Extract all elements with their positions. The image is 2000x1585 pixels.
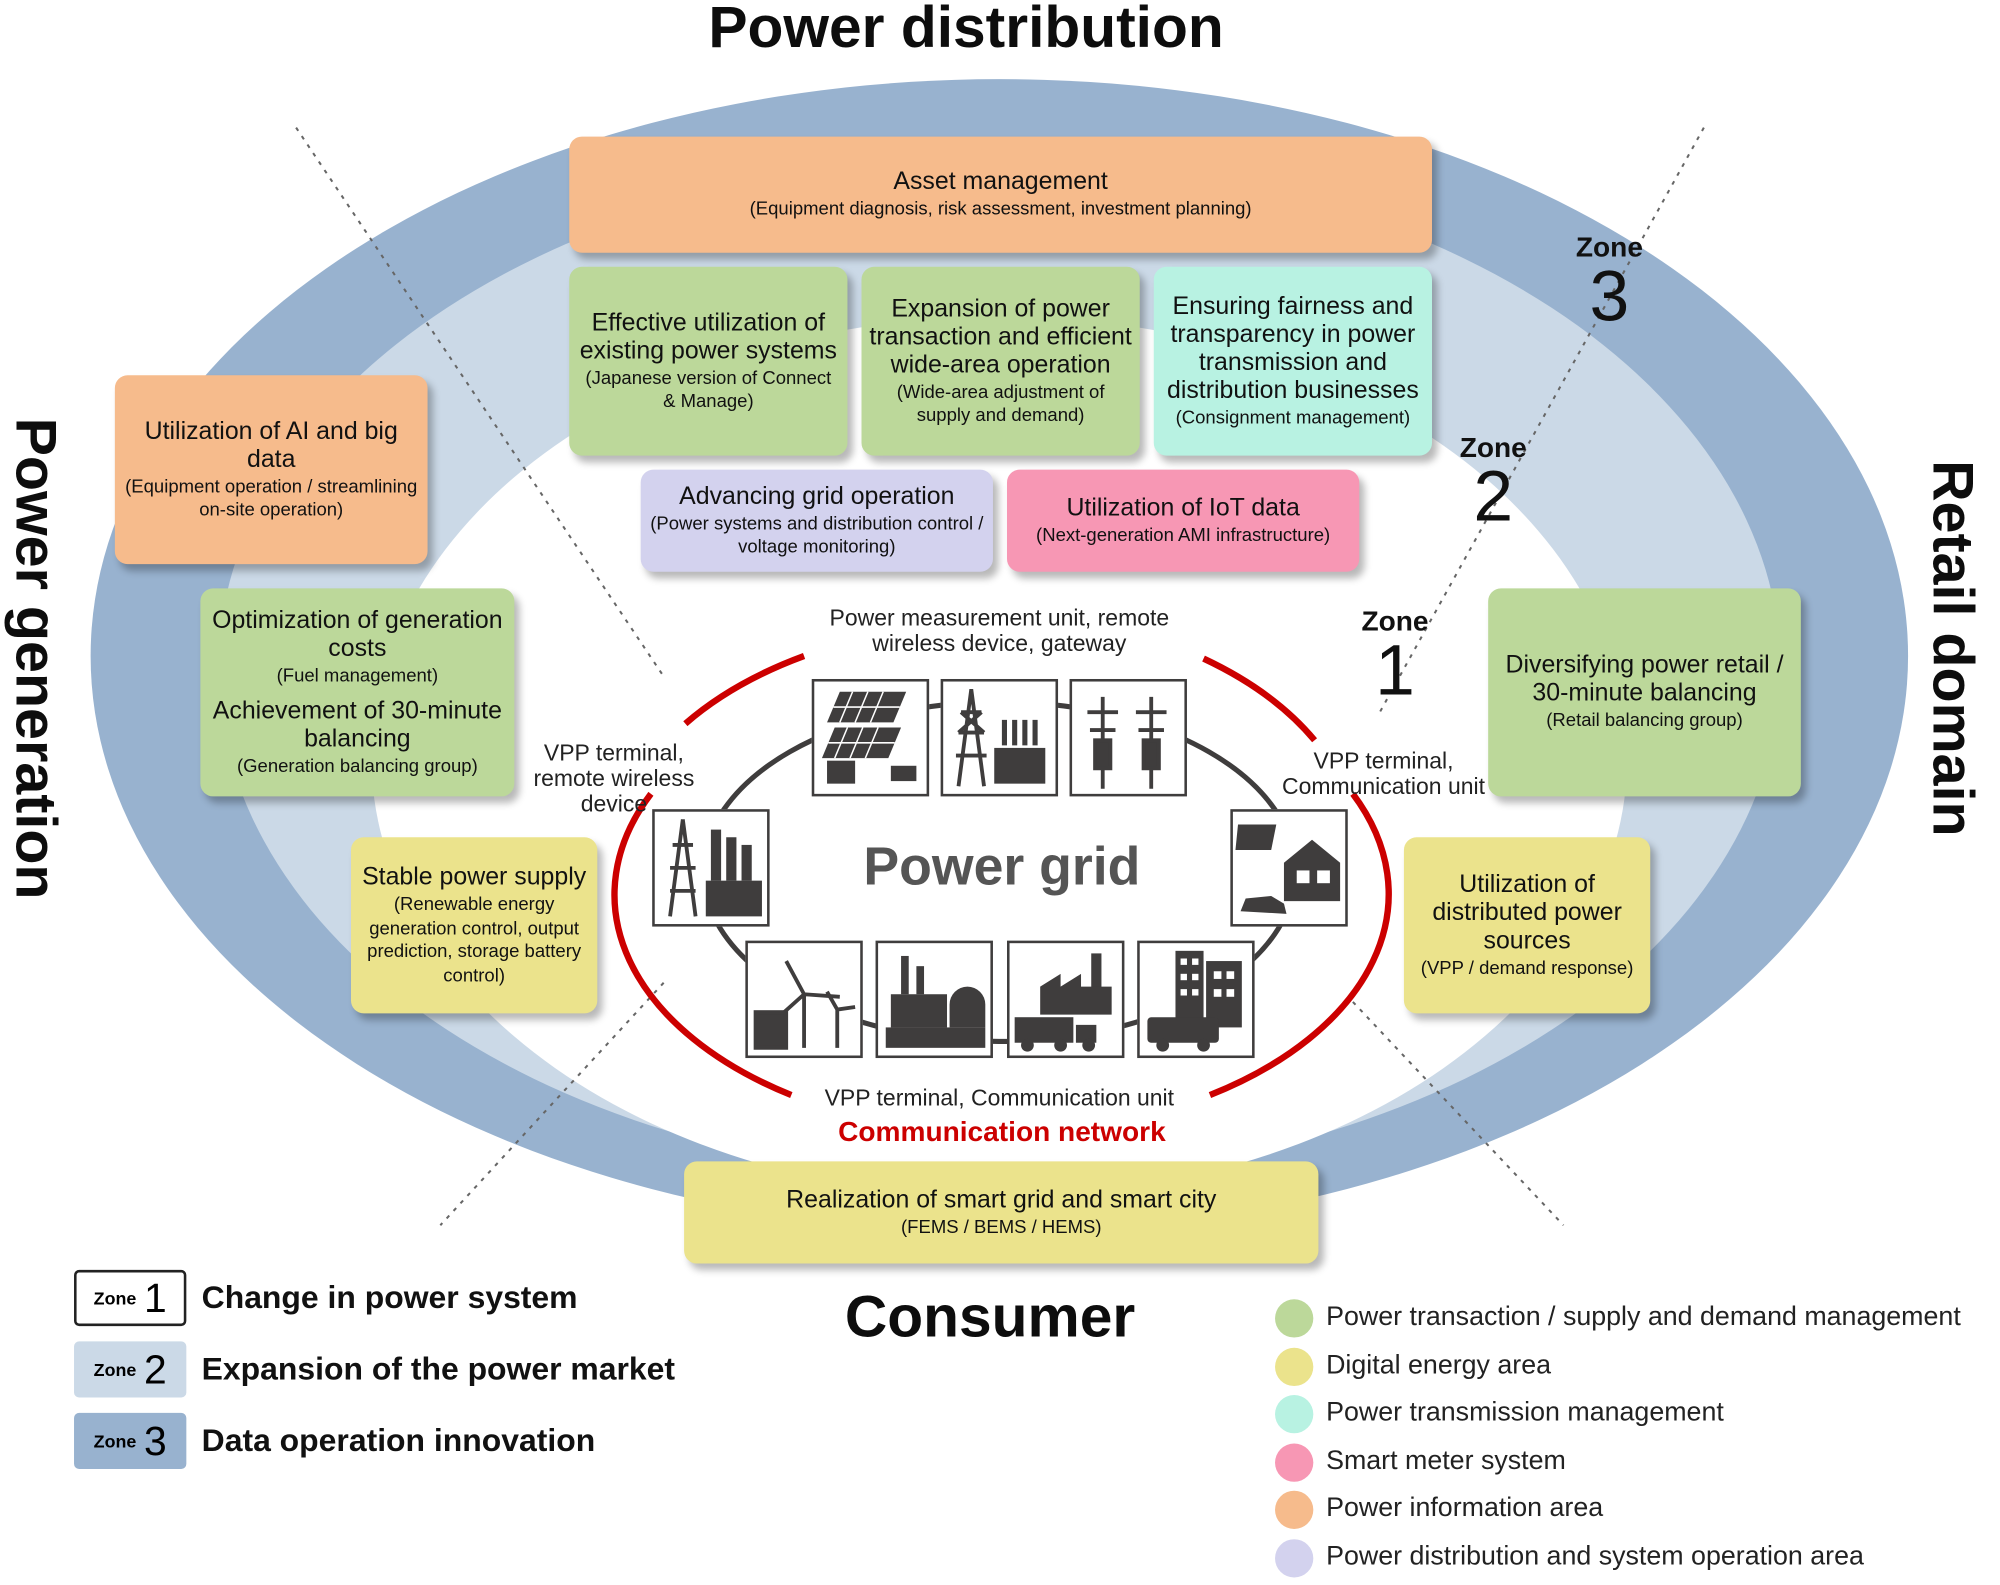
network-ring-left (611, 791, 793, 1099)
divider-line-bottom-right (1352, 1001, 1565, 1226)
box-subtitle: (Next-generation AMI infrastructure) (1036, 525, 1331, 546)
legend-dot-yellow (1275, 1347, 1314, 1387)
box-title: Expansion of power transaction and effic… (869, 294, 1132, 379)
box-effective-utilization: Effective utilization of existing power … (569, 266, 848, 456)
box-subtitle: (Wide-area adjustment of supply and dema… (896, 382, 1105, 427)
substation-icon (940, 678, 1059, 797)
box-subtitle: (FEMS / BEMS / HEMS) (901, 1217, 1102, 1238)
network-ring-right (1208, 791, 1392, 1099)
label-vpp-terminal-bottom: VPP terminal, Communication unit (824, 1084, 1175, 1111)
label-vpp-terminal-right: VPP terminal, Communication unit (1281, 747, 1486, 799)
transmission-pole-icon (1069, 678, 1187, 797)
box-utilization-iot-data: Utilization of IoT data (Next-generation… (1007, 469, 1360, 572)
solar-farm-icon (811, 678, 930, 797)
box-subtitle: (VPP / demand response) (1420, 958, 1634, 979)
box-title: Advancing grid operation (679, 481, 955, 510)
box-advancing-grid-operation: Advancing grid operation (Power systems … (640, 469, 993, 572)
legend-zone-1-text: Change in power system (201, 1280, 578, 1316)
heading-retail-domain: Retail domain (1920, 460, 1986, 837)
box-subtitle: (Retail balancing group) (1546, 711, 1743, 732)
box-stable-power-supply: Stable power supply (Renewable energy ge… (350, 837, 598, 1014)
wind-turbine-icon (745, 940, 863, 1059)
box-title: Effective utilization of existing power … (579, 308, 837, 365)
nuclear-plant-icon (875, 940, 993, 1059)
factory-truck-icon (1007, 940, 1125, 1059)
legend-dot-lavender (1275, 1539, 1314, 1578)
legend-zone-2-text: Expansion of the power market (201, 1351, 676, 1388)
heading-power-distribution: Power distribution (708, 0, 1224, 60)
box-subtitle: (Equipment diagnosis, risk assessment, i… (749, 199, 1252, 220)
box-subtitle: (Renewable energy generation control, ou… (367, 894, 582, 986)
box-subtitle: (Power systems and distribution control … (650, 513, 984, 558)
divider-line-bottom-left (439, 982, 665, 1226)
power-plant-icon (652, 809, 770, 927)
network-ring-top-left (683, 653, 806, 727)
legend-label-digital-energy: Digital energy area (1326, 1350, 1552, 1380)
box-title: Ensuring fairness and transparency in po… (1166, 291, 1419, 405)
box-subtitle: (Consignment management) (1175, 408, 1411, 429)
legend-zone-3-text: Data operation innovation (201, 1423, 596, 1459)
network-ring-top-right (1202, 655, 1318, 743)
legend-dot-orange (1275, 1490, 1314, 1530)
label-power-measurement-unit: Power measurement unit, remote wireless … (829, 604, 1170, 657)
box-title: Asset management (893, 167, 1108, 196)
box-subtitle: (Fuel management) (276, 666, 439, 687)
label-communication-network: Communication network (838, 1115, 1166, 1148)
box-diversifying-power-retail: Diversifying power retail / 30-minute ba… (1488, 588, 1801, 797)
box-asset-management: Asset management (Equipment diagnosis, r… (569, 136, 1433, 253)
box-smart-grid-smart-city: Realization of smart grid and smart city… (684, 1161, 1319, 1264)
box-title: Utilization of AI and big data (144, 416, 398, 473)
legend-label-power-transmission: Power transmission management (1326, 1397, 1724, 1427)
label-vpp-terminal-left: VPP terminal, remote wireless device (533, 740, 695, 817)
box-subtitle-2: (Generation balancing group) (236, 756, 478, 777)
heading-power-generation: Power generation (3, 417, 69, 900)
legend-label-power-information: Power information area (1326, 1493, 1604, 1523)
box-title: Diversifying power retail / 30-minute ba… (1505, 651, 1784, 708)
house-solar-car-icon (1230, 809, 1348, 927)
legend-dot-green (1275, 1299, 1314, 1338)
box-title: Realization of smart grid and smart city (786, 1185, 1217, 1214)
box-optimization-generation-costs: Optimization of generation costs (Fuel m… (200, 588, 515, 797)
divider-line-top-left (295, 127, 665, 678)
legend-dot-teal (1275, 1394, 1314, 1434)
box-utilization-distributed-power: Utilization of distributed power sources… (1403, 837, 1651, 1014)
heading-consumer: Consumer (844, 1282, 1136, 1350)
label-power-grid: Power grid (863, 835, 1141, 896)
box-title: Utilization of IoT data (1066, 493, 1300, 522)
legend-label-power-distribution: Power distribution and system operation … (1326, 1541, 1864, 1572)
legend-label-power-transaction: Power transaction / supply and demand ma… (1326, 1301, 1961, 1332)
city-bus-icon (1137, 940, 1255, 1059)
legend-dot-pink (1275, 1443, 1314, 1482)
box-expansion-power-transaction: Expansion of power transaction and effic… (861, 266, 1140, 456)
box-title: Utilization of distributed power sources (1432, 870, 1622, 955)
box-title: Optimization of generation costs (212, 606, 503, 663)
box-title: Stable power supply (362, 862, 587, 891)
box-subtitle: (Equipment operation / streamlining on-s… (125, 476, 418, 521)
box-subtitle: (Japanese version of Connect & Manage) (585, 368, 832, 413)
box-utilization-ai-big-data: Utilization of AI and big data (Equipmen… (114, 375, 428, 565)
box-ensuring-fairness: Ensuring fairness and transparency in po… (1153, 266, 1433, 456)
box-title-2: Achievement of 30-minute balancing (212, 696, 502, 753)
legend-label-smart-meter: Smart meter system (1326, 1446, 1566, 1476)
